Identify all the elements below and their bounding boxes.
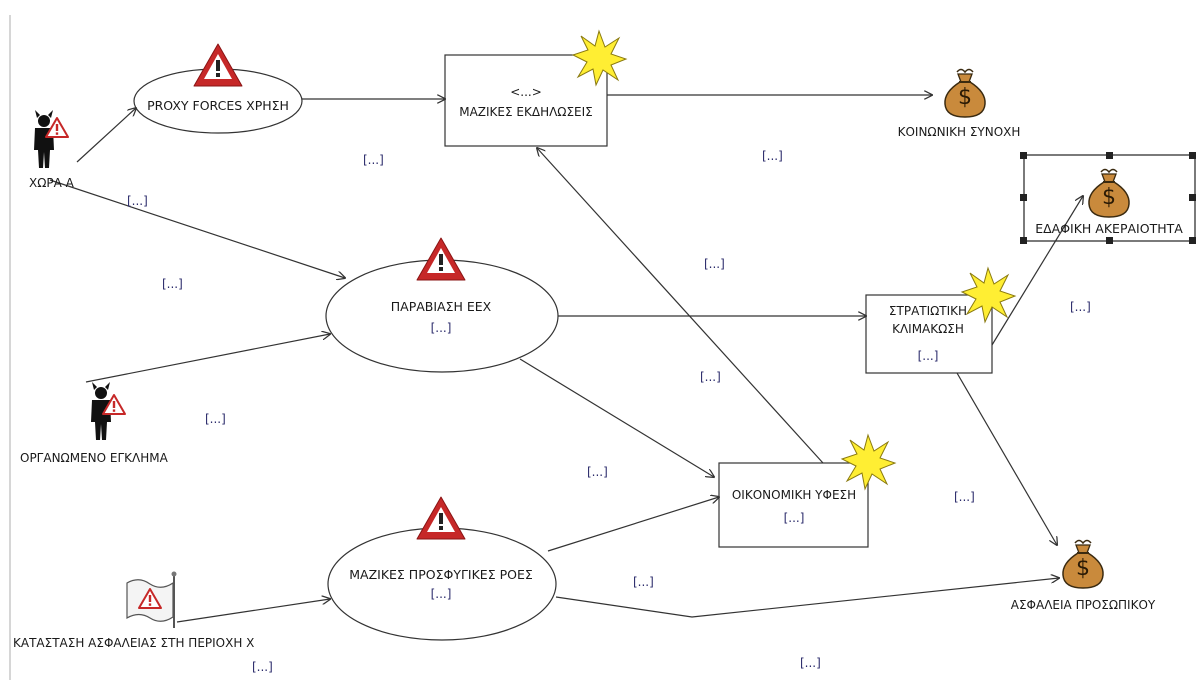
mass-events-top-label: <...>	[510, 85, 542, 99]
social-cohesion-label: ΚΟΙΝΩΝΙΚΗ ΣΥΝΟΧΗ	[897, 125, 1021, 139]
edge-military-personnel	[956, 372, 1057, 545]
proxy-forces-label: PROXY FORCES ΧΡΗΣΗ	[147, 98, 289, 113]
edge-eez-recession	[519, 358, 714, 477]
edge-crime-eez	[85, 334, 330, 383]
edge-label: [...]	[954, 490, 975, 504]
edge-label: [...]	[127, 194, 148, 208]
edge-label: [...]	[633, 575, 654, 589]
eez-violation-sub: [...]	[430, 321, 452, 335]
warning-icon	[416, 237, 466, 281]
edge-military-territorial	[991, 196, 1083, 346]
refugee-flows-label: ΜΑΖΙΚΕΣ ΠΡΟΣΦΥΓΙΚΕΣ ΡΟΕΣ	[349, 567, 533, 582]
edge-recession-massevents	[537, 148, 824, 464]
svg-text:$: $	[958, 85, 972, 110]
edge-label: [...]	[252, 660, 273, 674]
military-escalation-sub: [...]	[917, 349, 939, 363]
edge-label: [...]	[587, 465, 608, 479]
edge-refugee-recession	[547, 497, 719, 552]
edge-label: [...]	[762, 149, 783, 163]
personnel-safety-label: ΑΣΦΑΛΕΙΑ ΠΡΟΣΩΠΙΚΟΥ	[1010, 598, 1156, 612]
edge-label: [...]	[205, 412, 226, 426]
edge-label: [...]	[1070, 300, 1091, 314]
devil-actor-icon	[91, 382, 126, 440]
edge-label: [...]	[363, 153, 384, 167]
edge-label: [...]	[162, 277, 183, 291]
edge-label: [...]	[700, 370, 721, 384]
warning-flag-icon	[126, 571, 177, 628]
svg-text:$: $	[1076, 556, 1090, 581]
warning-icon	[416, 496, 466, 540]
country-a-label: ΧΩΡΑ Α	[29, 176, 74, 190]
recession-label: ΟΙΚΟΝΟΜΙΚΗ ΥΦΕΣΗ	[731, 488, 857, 502]
selection-box[interactable]	[1020, 152, 1196, 244]
mass-events-box[interactable]	[444, 54, 608, 147]
security-situation-label: ΚΑΤΑΣΤΑΣΗ ΑΣΦΑΛΕΙΑΣ ΣΤΗ ΠΕΡΙΟΧΗ Χ	[13, 636, 255, 650]
edge-label: [...]	[800, 656, 821, 670]
edge-refugee-personnel	[555, 578, 1059, 618]
refugee-flows-ellipse[interactable]	[327, 527, 557, 641]
edge-security-refugee	[176, 599, 330, 623]
money-bag-icon: $	[1087, 168, 1131, 218]
warning-icon	[193, 43, 243, 87]
money-bag-icon: $	[943, 68, 987, 118]
recession-box[interactable]	[718, 462, 869, 548]
svg-text:$: $	[1102, 185, 1116, 210]
mass-events-label: ΜΑΖΙΚΕΣ ΕΚΔΗΛΩΣΕΙΣ	[459, 105, 593, 119]
military-escalation-label-2: ΚΛΙΜΑΚΩΣΗ	[892, 322, 964, 336]
military-escalation-label-1: ΣΤΡΑΤΙΩΤΙΚΗ	[888, 304, 968, 318]
recession-sub: [...]	[783, 511, 805, 525]
territorial-integrity-label: ΕΔΑΦΙΚΗ ΑΚΕΡΑΙΟΤΗΤΑ	[1035, 221, 1183, 236]
eez-violation-label: ΠΑΡΑΒΙΑΣΗ ΕΕΧ	[390, 299, 492, 314]
devil-actor-icon	[34, 110, 69, 168]
refugee-flows-sub: [...]	[430, 587, 452, 601]
organized-crime-label: ΟΡΓΑΝΩΜΕΝΟ ΕΓΚΛΗΜΑ	[20, 451, 168, 465]
edge-countrya-proxy	[76, 108, 136, 163]
edge-countrya-eez	[49, 179, 345, 278]
money-bag-icon: $	[1061, 539, 1105, 589]
edge-label: [...]	[704, 257, 725, 271]
